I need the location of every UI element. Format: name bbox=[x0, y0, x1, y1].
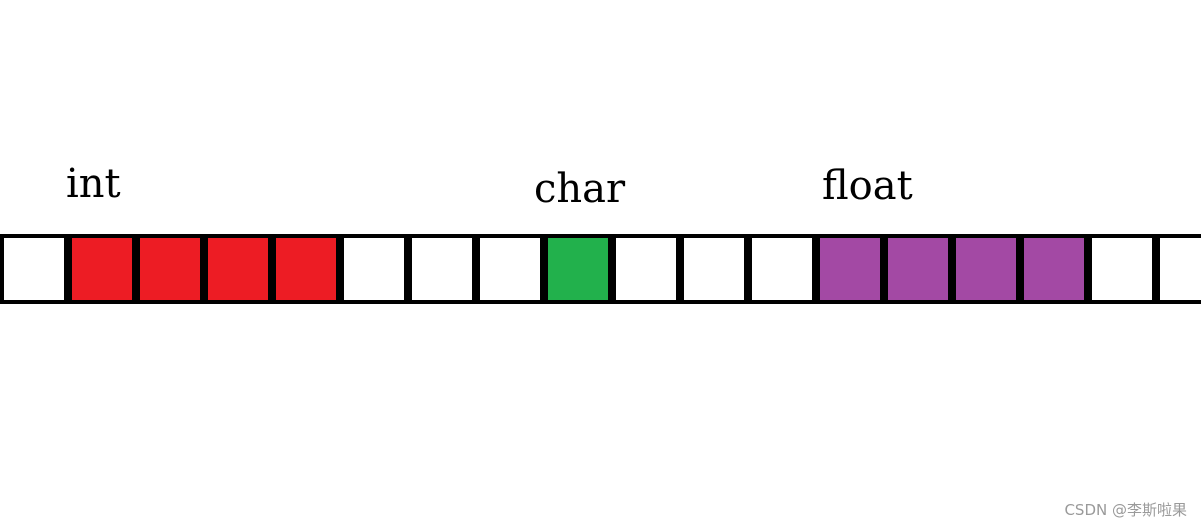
memory-cell-int bbox=[272, 234, 340, 304]
memory-cell-empty bbox=[1088, 234, 1156, 304]
memory-cell-empty bbox=[476, 234, 544, 304]
memory-cell-float bbox=[816, 234, 884, 304]
memory-cell-float bbox=[952, 234, 1020, 304]
int-label: int bbox=[66, 161, 121, 207]
char-label: char bbox=[534, 166, 626, 212]
memory-cell-empty bbox=[612, 234, 680, 304]
memory-cell-empty bbox=[680, 234, 748, 304]
memory-cell-char bbox=[544, 234, 612, 304]
memory-cell-empty bbox=[340, 234, 408, 304]
memory-cell-float bbox=[1020, 234, 1088, 304]
float-label: float bbox=[822, 163, 913, 209]
memory-cell-empty bbox=[0, 234, 68, 304]
memory-cell-float bbox=[884, 234, 952, 304]
watermark: CSDN @李斯啦果 bbox=[1064, 501, 1187, 519]
memory-cell-empty bbox=[408, 234, 476, 304]
memory-cell-empty bbox=[1156, 234, 1201, 304]
memory-row bbox=[0, 234, 1201, 304]
memory-cell-int bbox=[68, 234, 136, 304]
memory-cell-int bbox=[204, 234, 272, 304]
memory-cell-int bbox=[136, 234, 204, 304]
memory-cell-empty bbox=[748, 234, 816, 304]
